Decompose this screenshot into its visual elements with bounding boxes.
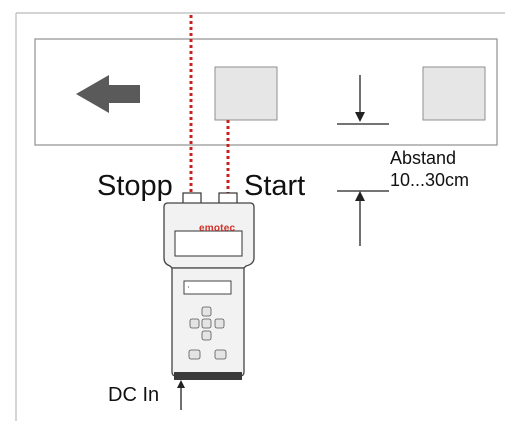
up-icon (201, 306, 212, 317)
object-box-1 (214, 66, 278, 121)
left-icon (189, 318, 200, 329)
soft-key-right (214, 349, 227, 360)
right-icon (214, 318, 225, 329)
arrow-left-icon (76, 75, 140, 113)
distance-range-label: 10...30cm (390, 170, 470, 190)
device-main-display (174, 230, 243, 257)
dc-in-label: DC In (108, 384, 160, 406)
distance-label: Abstand (390, 148, 457, 168)
center-key (201, 318, 212, 329)
device-brand-logo: emotec (199, 223, 236, 234)
object-box-2 (422, 66, 486, 121)
soft-key-left (188, 349, 201, 360)
stopp-label: Stopp (97, 170, 173, 202)
down-icon (201, 330, 212, 341)
device-small-display (183, 280, 232, 295)
dc-in-pointer-head (177, 380, 185, 388)
start-label: Start (244, 170, 306, 202)
device-bottom-connector (174, 372, 242, 380)
distance-arrow-top-head (355, 112, 365, 122)
